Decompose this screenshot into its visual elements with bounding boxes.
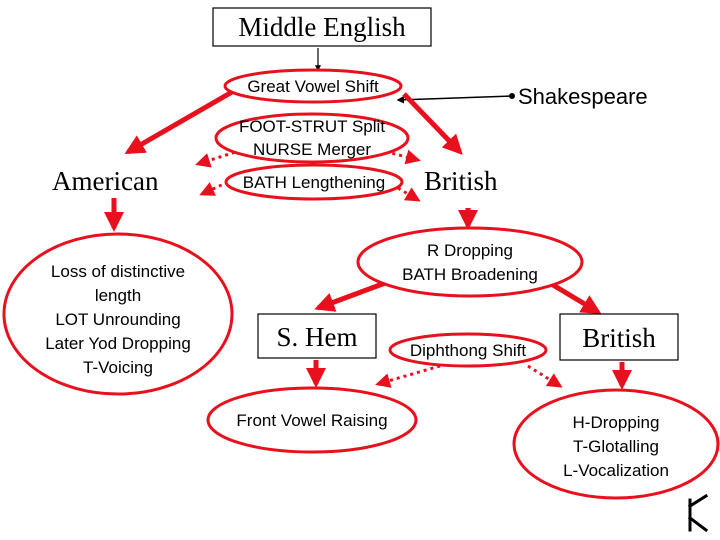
node-front-vowel-raising: Front Vowel Raising — [206, 386, 418, 454]
american-change-3: LOT Unrounding — [55, 310, 180, 329]
connectors — [104, 48, 632, 390]
shakespeare-label: Shakespeare — [518, 84, 648, 109]
diphthong-shift-label: Diphthong Shift — [410, 341, 527, 360]
british-2-label: British — [582, 323, 656, 353]
s-hem-label: S. Hem — [277, 322, 358, 352]
rune-icon — [687, 493, 709, 533]
british-later-1: H-Dropping — [573, 413, 660, 432]
node-british-changes: R Dropping BATH Broadening — [356, 226, 584, 298]
british-later-2: T-Glotalling — [573, 437, 659, 456]
node-british-2: British — [559, 313, 679, 361]
dotted-diphthong-to-british — [527, 364, 563, 388]
bath-lengthening-label: BATH Lengthening — [243, 173, 385, 192]
node-bath-lengthening: BATH Lengthening — [224, 163, 404, 201]
node-american-changes: Loss of distinctive length LOT Unroundin… — [2, 232, 234, 396]
foot-strut-label: FOOT-STRUT Split — [239, 117, 385, 136]
dotted-bath-to-american — [199, 180, 229, 196]
node-middle-english: Middle English — [212, 7, 432, 47]
great-vowel-shift-label: Great Vowel Shift — [247, 77, 379, 96]
american-change-4: Later Yod Dropping — [45, 334, 191, 353]
line-shakespeare — [396, 93, 515, 104]
british-later-3: L-Vocalization — [563, 461, 669, 480]
node-british-later: H-Dropping T-Glotalling L-Vocalization — [512, 388, 720, 500]
american-label: American — [52, 166, 159, 196]
nurse-merger-label: NURSE Merger — [253, 140, 371, 159]
node-diphthong-shift: Diphthong Shift — [388, 332, 548, 368]
american-change-5: T-Voicing — [83, 358, 153, 377]
dotted-diphthong-to-front — [375, 364, 441, 388]
american-change-2: length — [95, 286, 141, 305]
middle-english-label: Middle English — [238, 12, 406, 42]
arrow-gvs-to-american — [124, 89, 234, 155]
node-foot-strut-nurse: FOOT-STRUT Split NURSE Merger — [214, 112, 410, 164]
front-vowel-raising-label: Front Vowel Raising — [236, 411, 387, 430]
arrow-to-shem — [314, 279, 389, 312]
british-change-1: R Dropping — [427, 241, 513, 260]
node-s-hem: S. Hem — [257, 313, 377, 359]
american-change-1: Loss of distinctive — [51, 262, 185, 281]
british-change-2: BATH Broadening — [402, 265, 538, 284]
node-great-vowel-shift: Great Vowel Shift — [223, 68, 403, 104]
arrow-gvs-to-british — [402, 92, 463, 155]
dotted-bath-to-british — [397, 186, 421, 202]
arrow-to-british-2 — [546, 279, 602, 315]
british-1-label: British — [424, 166, 498, 196]
